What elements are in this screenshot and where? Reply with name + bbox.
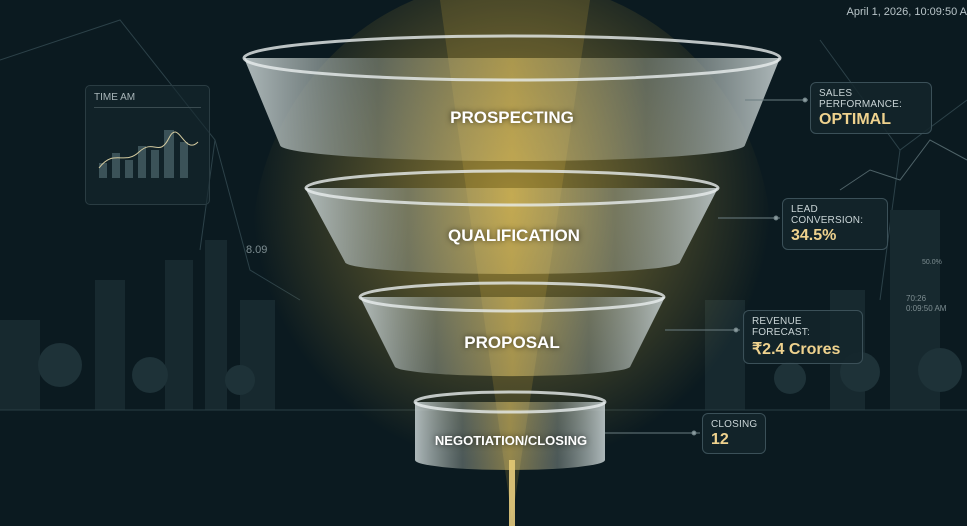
timestamp: April 1, 2026, 10:09:50 A <box>846 6 967 18</box>
panel-title: TIME AM <box>94 92 201 108</box>
stage-negotiation-closing: NEGOTIATION/CLOSING <box>434 433 588 448</box>
stage-qualification: QUALIFICATION <box>448 226 580 245</box>
callout-label: CLOSING <box>711 419 758 430</box>
callout-sales-performance: SALES PERFORMANCE: OPTIMAL <box>810 82 932 134</box>
mini-chart <box>98 130 199 178</box>
background-percent: 50.0% <box>922 259 942 266</box>
callout-value: ₹2.4 Crores <box>752 341 841 358</box>
callout-value: OPTIMAL <box>819 111 891 128</box>
funnel-layer-qualification <box>304 169 720 275</box>
trees <box>38 343 962 395</box>
funnel-layer-prospecting <box>242 34 782 162</box>
callout-closing: CLOSING 12 <box>702 413 766 454</box>
funnel-layer-negotiation <box>413 390 607 470</box>
stage-prospecting: PROSPECTING <box>450 108 574 127</box>
callout-revenue-forecast: REVENUE FORECAST: ₹2.4 Crores <box>743 310 863 364</box>
callout-value: 12 <box>711 431 729 448</box>
background-value: 8.09 <box>246 244 268 256</box>
connector-lines <box>605 97 808 436</box>
time-chart-panel: TIME AM <box>85 85 210 205</box>
callout-label: REVENUE FORECAST: <box>752 316 810 338</box>
stage-proposal: PROPOSAL <box>464 333 560 352</box>
background-time-2: 0:09:50 AM <box>906 304 947 313</box>
background-time-1: 70:26 <box>906 294 927 303</box>
callout-label: LEAD CONVERSION: <box>791 204 864 226</box>
callout-lead-conversion: LEAD CONVERSION: 34.5% <box>782 198 888 250</box>
callout-value: 34.5% <box>791 227 837 244</box>
funnel-layer-proposal <box>358 281 666 377</box>
callout-label: SALES PERFORMANCE: <box>819 88 902 110</box>
